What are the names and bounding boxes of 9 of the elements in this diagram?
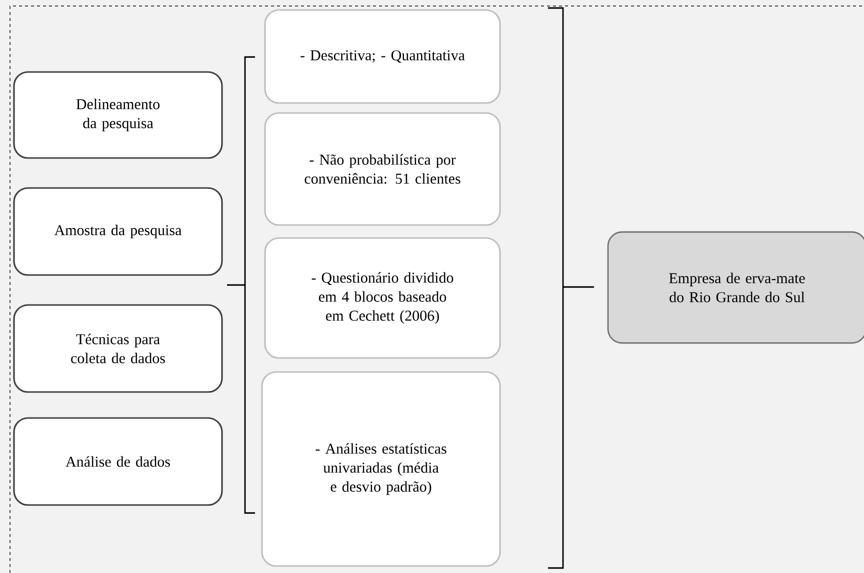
company-box: Empresa de erva-mate do Rio Grande do Sul (607, 231, 864, 344)
category-box: Técnicas para coleta de dados (13, 304, 223, 393)
description-box: - Análises estatísticas univariadas (média e desvio padrão) (261, 371, 501, 567)
category-box: Delineamento da pesquisa (13, 71, 223, 159)
category-box: Análise de dados (13, 417, 223, 506)
description-box: - Descritiva; - Quantitativa (264, 9, 501, 104)
description-box: - Questionário dividido em 4 blocos baseado em Cechett (2006) (264, 237, 501, 359)
description-box: - Não probabilística por conveniência: 51 clientes (264, 112, 501, 226)
category-box: Amostra da pesquisa (13, 187, 223, 276)
